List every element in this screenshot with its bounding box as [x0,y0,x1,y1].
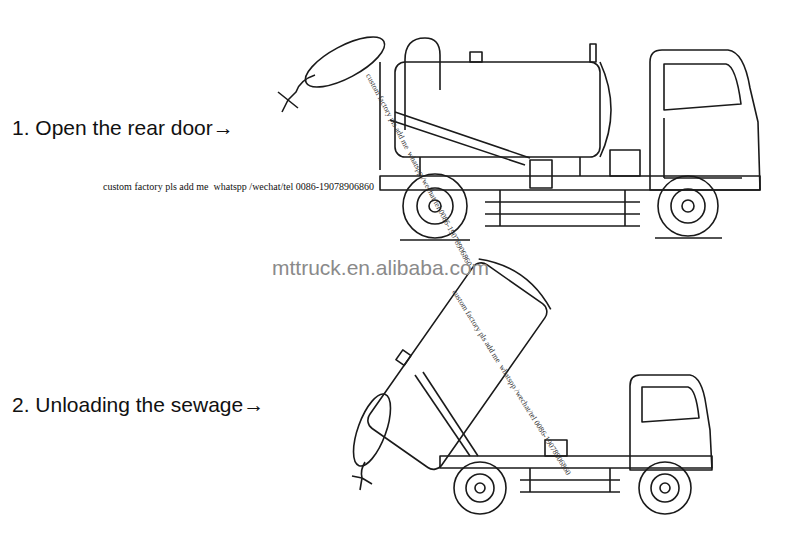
cab-window [664,64,741,110]
wheel-hub [682,200,694,212]
valve-box [530,160,552,188]
tank-end-cap [479,250,557,309]
tank-support [579,157,581,176]
suction-hose [361,462,365,478]
hydraulic-cylinder [395,112,530,158]
rear-step [485,213,640,215]
rear-step [529,468,531,492]
watermark-text: custom factory pls add me whatspp /wecha… [103,181,374,193]
suction-hose [288,75,315,100]
truck-open-door [278,27,760,240]
hydraulic-cylinder [423,372,478,456]
rear-step [624,190,626,226]
step-label: 1. Open the rear door→ [12,116,234,140]
hydraulic-cylinder [415,375,470,456]
rear-step [499,190,501,226]
tank-vent [396,350,411,366]
pump-box [610,150,640,176]
watermark-text: custom factory pls add me whatspp /wecha… [450,288,573,477]
watermark-text: mttruck.en.alibaba.com [272,256,489,280]
tank-vent [470,52,482,62]
wheel-rim [466,474,494,502]
truck-unloading [346,244,712,514]
rear-wheel [454,462,506,514]
sewage-tank [395,62,600,157]
wheel-hub [660,483,670,493]
front-wheel [658,176,718,236]
truck-cab [650,50,760,190]
tank-vent [590,44,596,62]
ground-line [655,237,722,239]
front-wheel [639,462,691,514]
rear-step [520,491,620,493]
cab-door-line [663,118,665,178]
hose-nozzle [352,476,372,490]
door-frame [379,62,381,170]
rear-door-open [346,390,398,471]
wheel-rim [651,474,679,502]
hose-nozzle [278,92,298,112]
rear-step [520,479,620,481]
cab-window [642,387,699,422]
rear-step [485,225,640,227]
rear-step [609,468,611,492]
step-label: 2. Unloading the sewage→ [12,393,264,417]
wheel-hub [475,483,485,493]
tank-end-cap [600,62,611,157]
rear-step [485,201,640,203]
suction-pipe [405,38,440,130]
wheel-rim [671,189,705,223]
